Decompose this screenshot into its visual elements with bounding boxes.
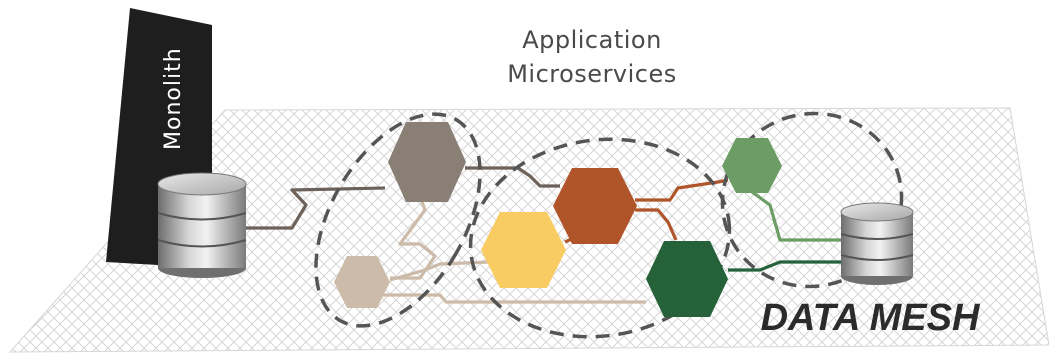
hexagon-icon-gray xyxy=(388,122,466,202)
hexagon-icon-rust xyxy=(553,168,637,244)
monolith-label: Monolith xyxy=(161,47,186,150)
hexagon-icon-yellow xyxy=(481,212,566,288)
database-icon-monolith xyxy=(157,172,247,278)
hexagon-icon-dark-green xyxy=(646,241,728,317)
data-mesh-label: DATA MESH xyxy=(761,297,981,339)
connector-beige-green xyxy=(380,293,646,304)
domain-boundaries xyxy=(314,111,904,339)
hexagon-icon-beige xyxy=(334,256,390,308)
connector-beige-gray xyxy=(390,195,437,280)
domain-ellipse-center xyxy=(468,137,732,339)
database-icon-mesh xyxy=(840,202,914,285)
title-line-2: Microservices xyxy=(507,60,677,88)
connector-gray-rust xyxy=(465,166,560,188)
hexagon-icon-light-green xyxy=(722,138,782,193)
connector-monolith-gray xyxy=(245,186,386,230)
domain-ellipse-left xyxy=(314,112,482,328)
connector-rust-green xyxy=(635,208,678,241)
domain-ellipse-right xyxy=(720,111,904,289)
connector-lines xyxy=(245,166,860,304)
connector-beige-yellow xyxy=(389,260,491,282)
connector-green-db xyxy=(728,260,845,272)
connector-rust-lightgreen xyxy=(635,178,729,202)
title-line-1: Application xyxy=(522,26,662,54)
connector-lightgreen-db xyxy=(751,190,860,242)
